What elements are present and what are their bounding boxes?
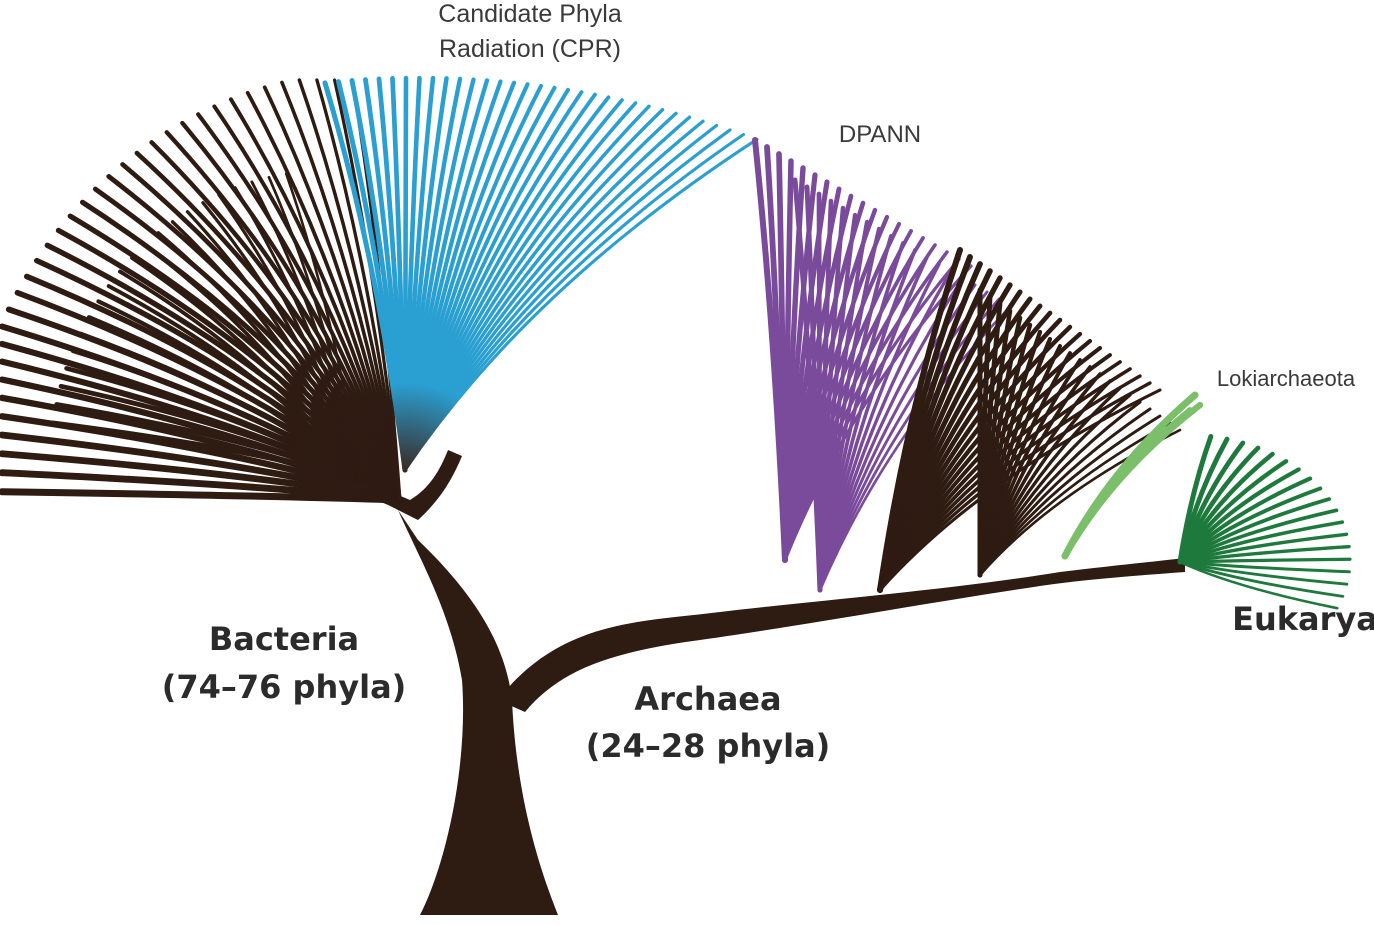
- bacteria-branch: [297, 78, 402, 502]
- bacteria-branch: [185, 210, 362, 482]
- eukarya-label: Eukarya: [1232, 600, 1374, 638]
- cpr-branches: [322, 75, 759, 473]
- cpr-label-line2: Radiation (CPR): [439, 35, 621, 63]
- bacteria-branch: [58, 383, 363, 483]
- archaea-branches: [877, 247, 1182, 593]
- bacteria-branch: [170, 220, 362, 482]
- lokiarchaeota-branch: [1061, 401, 1204, 560]
- bacteria-branch: [118, 269, 362, 482]
- eukarya-branch: [1178, 560, 1339, 610]
- tree-trunk: [340, 450, 1185, 915]
- bacteria-branch: [201, 201, 362, 482]
- lokiarchaeota-branch: [1062, 407, 1193, 559]
- bacteria-branch: [54, 402, 363, 483]
- trunk-main: [398, 510, 558, 915]
- lokiarchaeota-label: Lokiarchaeota: [1217, 366, 1356, 391]
- bacteria-branch: [86, 315, 363, 483]
- bacteria-branch: [217, 193, 362, 482]
- bacteria-branch: [280, 80, 402, 502]
- dpann-branch: [783, 264, 973, 562]
- bacteria-label: Bacteria: [209, 620, 359, 658]
- eukarya-branch: [1178, 560, 1351, 574]
- archaea-label: Archaea: [634, 680, 781, 718]
- lokiarchaeota-branches: [1061, 391, 1204, 560]
- bacteria-branch: [70, 348, 363, 483]
- eukarya-branch: [1178, 557, 1352, 564]
- bacteria-branch: [262, 85, 402, 502]
- dpann-branch: [818, 290, 989, 592]
- bacteria-branch: [50, 420, 363, 483]
- cpr-label-line1: Candidate Phyla: [438, 0, 622, 28]
- bacteria-branch: [64, 366, 363, 483]
- bacteria-branch: [267, 175, 362, 482]
- bacteria-branch: [233, 186, 362, 482]
- bacteria-branch: [156, 231, 362, 482]
- bacteria-branches: [0, 78, 404, 504]
- bacteria-branch: [315, 78, 402, 502]
- bacteria-branch: [130, 255, 362, 482]
- eukarya-branches: [1177, 434, 1352, 610]
- bacteria-count-label: (74–76 phyla): [162, 668, 407, 706]
- archaea-limb: [498, 558, 1185, 712]
- bacteria-branch: [250, 180, 362, 482]
- archaea-branch: [978, 421, 1172, 577]
- dpann-label: DPANN: [839, 121, 921, 148]
- bacteria-limb: [340, 450, 462, 520]
- eukarya-branch: [1178, 560, 1349, 586]
- bacteria-branch: [78, 331, 363, 483]
- cpr-branch: [403, 137, 759, 472]
- bacteria-branch: [284, 172, 362, 482]
- eukarya-branch: [1178, 545, 1351, 564]
- eukarya-branch: [1178, 560, 1345, 598]
- bacteria-branch: [96, 299, 363, 483]
- dpann-branches: [752, 137, 1013, 593]
- bacteria-branch: [245, 91, 402, 502]
- archaea-count-label: (24–28 phyla): [586, 727, 831, 765]
- bacteria-branch: [106, 284, 362, 482]
- bacteria-branch: [142, 243, 362, 482]
